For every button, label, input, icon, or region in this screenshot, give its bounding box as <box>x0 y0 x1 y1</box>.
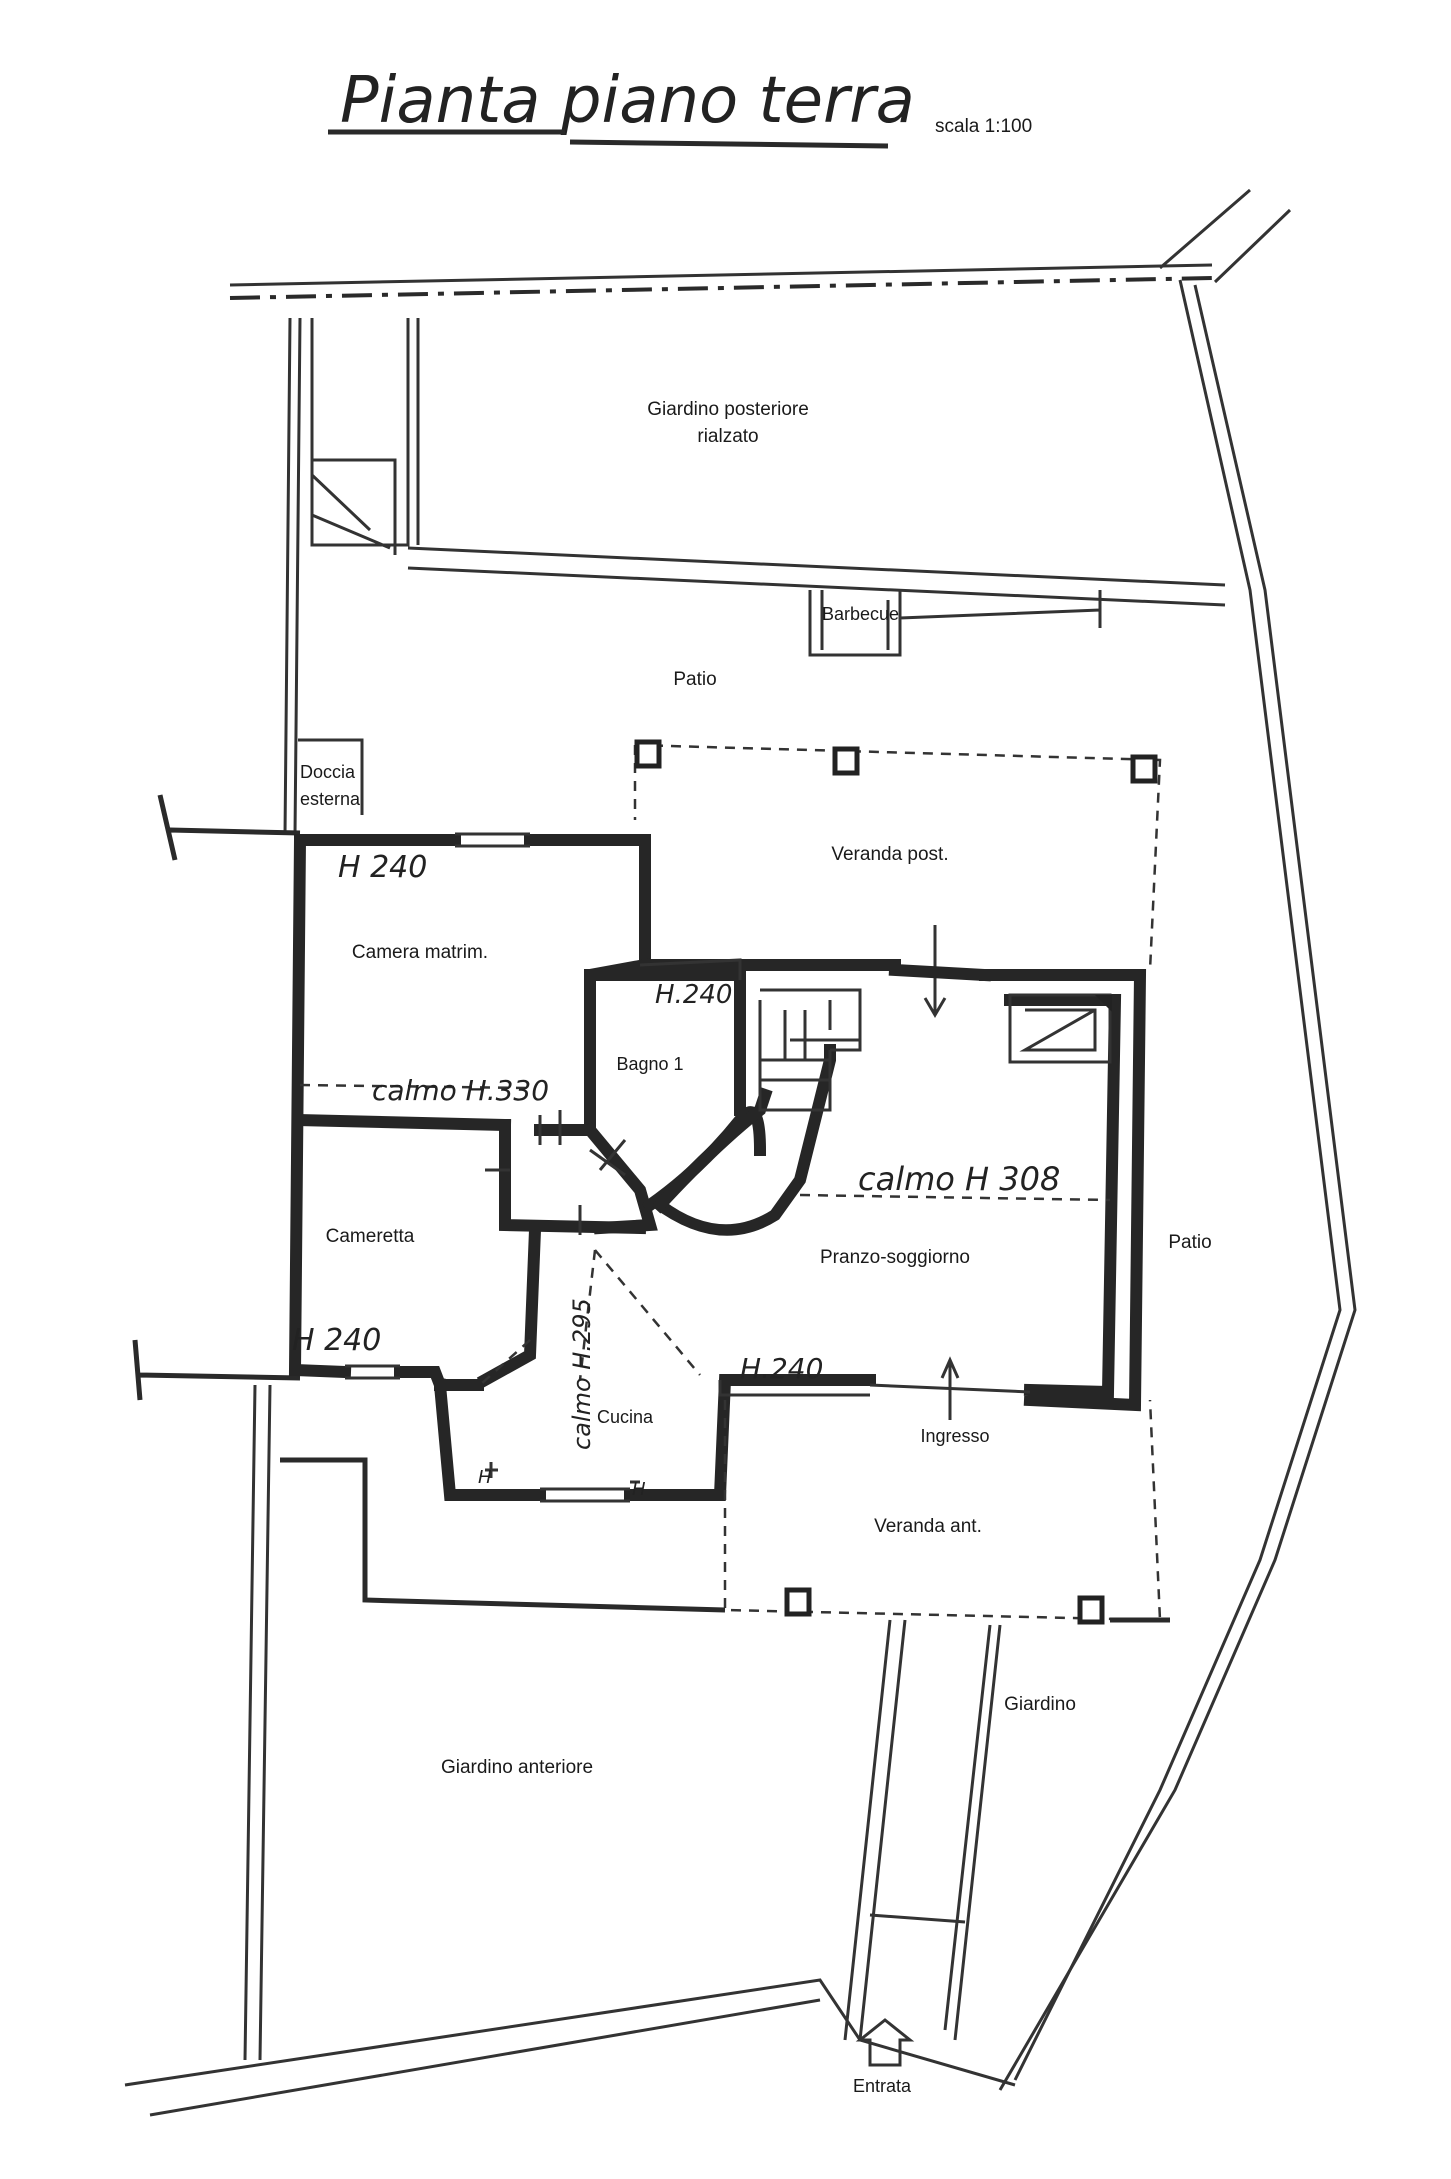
pillar <box>1077 1595 1105 1625</box>
boundary-right-outer <box>1013 279 1342 2081</box>
label-ingresso: Ingresso <box>920 1426 989 1446</box>
boundary-right-inner <box>998 284 1357 2091</box>
entrance-marker: Entrata <box>853 2018 915 2096</box>
calmo-living: calmo H 308 <box>858 1160 1060 1198</box>
rear-garden-area: Giardino posteriore rialzato <box>310 318 1226 607</box>
boundary-corner-top-right <box>1159 188 1292 284</box>
label-cameretta: Cameretta <box>326 1226 415 1247</box>
garden-retaining-wall <box>407 546 1226 607</box>
kitchen-dash-lines <box>479 1249 701 1386</box>
label-kitchen: Cucina <box>597 1407 654 1427</box>
garden-stair-icon <box>310 458 397 555</box>
boundary-left-lower <box>243 1384 272 2061</box>
fireplace-outline <box>1008 993 1112 1064</box>
wall-north-living <box>734 959 992 982</box>
pillar <box>1130 754 1158 784</box>
calmo-line-living <box>799 1193 1111 1202</box>
fireplace-flue <box>1095 995 1112 1012</box>
label-rear-garden-1: Giardino posteriore <box>647 399 809 420</box>
shower-outline <box>298 738 364 815</box>
label-entrance: Entrata <box>853 2076 912 2096</box>
door-mark-bath <box>589 1139 627 1177</box>
pillar <box>634 739 662 769</box>
veranda-post-outline <box>634 743 1162 971</box>
boundary-top-line <box>229 276 1213 300</box>
calmo-line-bedroom <box>299 1083 531 1090</box>
calmo-bedroom: calmo H.330 <box>372 1074 549 1107</box>
scale-label: scala 1:100 <box>935 116 1032 137</box>
label-rear-veranda: Veranda post. <box>831 844 948 865</box>
wall-kitchen <box>433 1374 876 1501</box>
front-veranda <box>723 1399 1170 1625</box>
label-front-veranda: Veranda ant. <box>874 1516 982 1537</box>
label-bedroom: Camera matrim. <box>352 942 488 963</box>
title-underline <box>328 129 889 149</box>
title-block: Pianta piano terra scala 1:100 <box>328 64 1032 149</box>
label-shower-2: esterna <box>300 789 361 809</box>
fence-left-upper <box>157 794 301 861</box>
outdoor-shower: Doccia esterna <box>298 738 364 815</box>
height-kitchen-1: H <box>478 1467 492 1488</box>
label-bath: Bagno 1 <box>616 1054 683 1074</box>
door-mark-cameretta <box>485 1168 582 1235</box>
kitchen-entrance <box>479 1249 960 1484</box>
arrow-ingresso <box>940 1356 960 1420</box>
property-boundary <box>124 188 1357 2117</box>
boundary-bottom <box>124 1978 1016 2087</box>
boundary-left-upper <box>283 317 302 836</box>
garden-left-block <box>310 318 420 547</box>
door-mark-bedroom <box>538 1110 562 1145</box>
wall-curve-inner <box>651 1087 773 1214</box>
window-bedroom <box>455 832 530 848</box>
wall-hall <box>499 1119 647 1235</box>
fence-left-lower <box>132 1339 301 1401</box>
window-kitchen <box>540 1487 630 1503</box>
front-wall <box>280 1457 726 1613</box>
label-patio-right: Patio <box>1168 1232 1211 1253</box>
barbecue: Barbecue <box>808 590 1102 657</box>
pillar <box>784 1587 812 1617</box>
kitchen-entrance-step <box>718 1380 870 1397</box>
height-bath: H.240 <box>655 980 732 1010</box>
bath-window <box>639 958 742 980</box>
barbecue-outline <box>808 590 1102 657</box>
label-shower-1: Doccia <box>300 762 356 782</box>
boundary-bottom-inner <box>149 1998 821 2117</box>
window-cameretta <box>345 1364 400 1380</box>
wall-bedroom-cameretta <box>291 1113 596 1136</box>
walkway-step <box>869 1913 966 1924</box>
entrance-arrow-icon <box>855 2018 915 2067</box>
height-ingresso: H.240 <box>740 1352 823 1385</box>
height-kitchen-2: H <box>632 1479 646 1500</box>
wall-west <box>288 833 448 1393</box>
label-rear-garden-2: rialzato <box>697 426 758 447</box>
rear-veranda: Veranda post. <box>633 739 1162 1018</box>
height-bedroom: H 240 <box>338 850 427 885</box>
calmo-kitchen: calmo H.295 <box>568 1298 596 1450</box>
label-patio-top: Patio <box>673 669 716 690</box>
label-living: Pranzo-soggiorno <box>820 1247 970 1268</box>
side-walkway <box>843 1619 1002 2041</box>
label-barbecue: Barbecue <box>822 604 899 624</box>
kitchen-marks <box>485 1462 640 1484</box>
wall-north-bedroom <box>294 834 746 971</box>
walkway-lines <box>843 1619 1002 2041</box>
label-garden: Giardino <box>1004 1694 1076 1715</box>
stair <box>758 988 862 1112</box>
wall-east-living <box>979 969 1147 1412</box>
boundary-top-edge <box>229 263 1213 287</box>
house-walls <box>288 832 1147 1503</box>
wall-cameretta-east <box>434 1223 542 1391</box>
pillar <box>832 746 860 776</box>
plan-title: Pianta piano terra <box>340 64 915 138</box>
height-cameretta: H 240 <box>292 1323 381 1358</box>
label-front-garden: Giardino anteriore <box>441 1757 593 1778</box>
